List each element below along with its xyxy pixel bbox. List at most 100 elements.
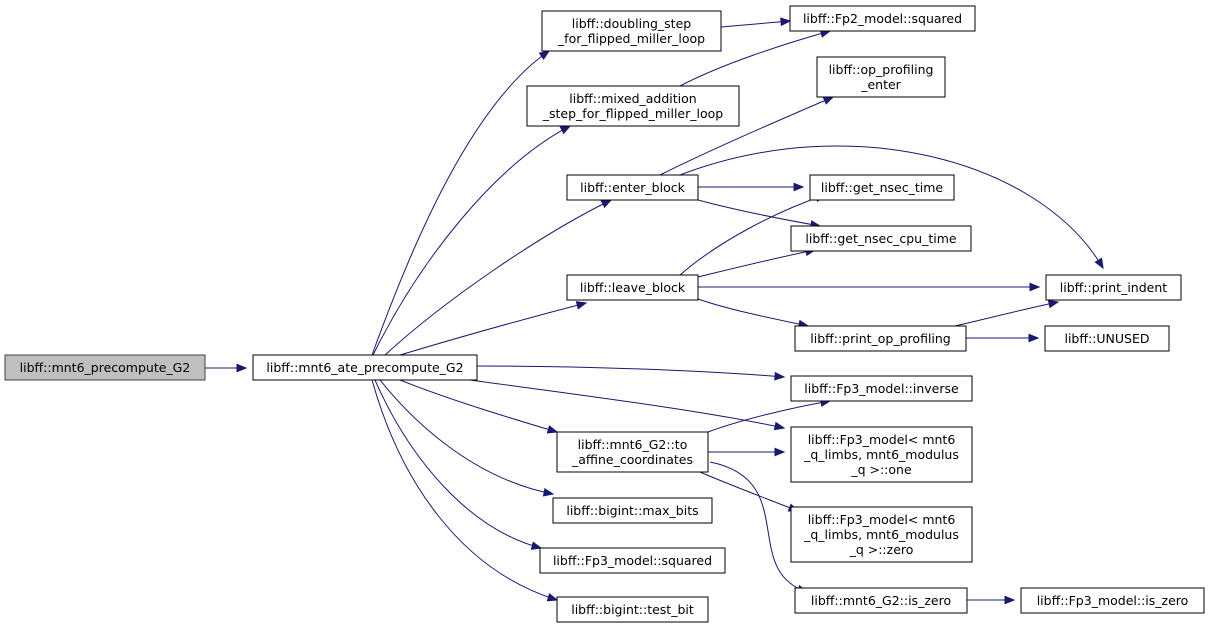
arrow-head-icon bbox=[1094, 257, 1104, 270]
node-label-line: _q >::zero bbox=[849, 542, 914, 557]
node-n0[interactable]: libff::mnt6_precompute_G2 bbox=[4, 354, 206, 381]
arrow-head-icon bbox=[575, 301, 588, 310]
node-label-line: _step_for_flipped_miller_loop bbox=[542, 106, 724, 121]
arrow-head-icon bbox=[546, 593, 559, 602]
edge-line bbox=[697, 199, 821, 227]
node-label-line: libff::mixed_addition bbox=[569, 91, 696, 106]
edge-n1-n16 bbox=[469, 379, 786, 431]
node-n13[interactable]: libff::get_nsec_cpu_time bbox=[790, 225, 972, 252]
edge-n4-n12 bbox=[697, 182, 805, 192]
node-n21[interactable]: libff::Fp3_model::is_zero bbox=[1020, 587, 1205, 614]
node-box bbox=[556, 596, 709, 623]
node-n11[interactable]: libff::op_profiling_enter bbox=[816, 56, 946, 98]
node-label-line: _q >::one bbox=[850, 462, 912, 477]
node-box bbox=[252, 354, 478, 381]
node-label-line: libff::UNUSED bbox=[1064, 331, 1149, 346]
arrow-head-icon bbox=[793, 182, 805, 192]
node-n18[interactable]: libff::mnt6_G2::is_zero bbox=[794, 587, 968, 614]
arrow-head-icon bbox=[780, 17, 792, 27]
node-n14[interactable]: libff::print_op_profiling bbox=[794, 325, 967, 352]
arrow-head-icon bbox=[559, 125, 572, 135]
edge-n1-n15 bbox=[476, 365, 786, 381]
arrow-head-icon bbox=[530, 541, 543, 550]
arrow-head-icon bbox=[542, 487, 555, 497]
node-label-line: libff::print_op_profiling bbox=[810, 331, 951, 346]
node-n20[interactable]: libff::UNUSED bbox=[1044, 325, 1170, 352]
node-label-line: libff::get_nsec_time bbox=[821, 180, 943, 195]
arrow-head-icon bbox=[538, 50, 551, 60]
node-n10[interactable]: libff::Fp2_model::squared bbox=[789, 5, 976, 32]
edge-line bbox=[709, 461, 808, 593]
node-n19[interactable]: libff::print_indent bbox=[1045, 274, 1182, 301]
node-label-line: libff::print_indent bbox=[1060, 280, 1167, 295]
edge-line bbox=[659, 96, 834, 176]
node-label-line: libff::mnt6_ate_precompute_G2 bbox=[266, 360, 463, 375]
node-n9[interactable]: libff::bigint::test_bit bbox=[556, 596, 709, 623]
edge-n5-n14 bbox=[697, 298, 810, 329]
edge-n1-n6 bbox=[399, 379, 559, 434]
node-label-line: libff::bigint::max_bits bbox=[566, 503, 698, 518]
edge-line bbox=[399, 379, 558, 433]
edge-n5-n13 bbox=[697, 247, 817, 278]
arrow-head-icon bbox=[236, 363, 248, 373]
node-box bbox=[552, 497, 713, 524]
node-label-line: libff::Fp3_model< mnt6 bbox=[808, 512, 956, 527]
node-n17[interactable]: libff::Fp3_model< mnt6_q_limbs, mnt6_mod… bbox=[790, 506, 973, 563]
edge-line bbox=[384, 199, 612, 356]
edge-line bbox=[679, 145, 1104, 269]
node-label-line: libff::Fp3_model::squared bbox=[553, 553, 712, 568]
arrow-head-icon bbox=[773, 421, 786, 431]
node-box bbox=[541, 10, 722, 52]
node-box bbox=[790, 506, 973, 563]
node-box bbox=[789, 5, 976, 32]
edge-n14-n20 bbox=[965, 333, 1040, 343]
edge-n6-n17 bbox=[699, 471, 800, 512]
edge-n2-n10 bbox=[720, 17, 792, 28]
node-n4[interactable]: libff::enter_block bbox=[566, 174, 699, 201]
edge-line bbox=[374, 379, 542, 549]
edge-line bbox=[697, 249, 816, 278]
node-label-line: libff::enter_block bbox=[580, 180, 685, 195]
edge-line bbox=[469, 379, 785, 429]
arrow-head-icon bbox=[774, 371, 786, 381]
node-n7[interactable]: libff::bigint::max_bits bbox=[552, 497, 713, 524]
node-box bbox=[809, 174, 955, 201]
node-n2[interactable]: libff::doubling_step_for_flipped_miller_… bbox=[541, 10, 722, 52]
edge-line bbox=[720, 20, 791, 28]
node-label-line: libff::get_nsec_cpu_time bbox=[805, 231, 956, 246]
edge-line bbox=[699, 471, 799, 512]
node-label-line: libff::Fp3_model< mnt6 bbox=[808, 432, 956, 447]
node-n8[interactable]: libff::Fp3_model::squared bbox=[539, 547, 726, 574]
edge-n4-n19 bbox=[679, 145, 1104, 270]
node-label-line: libff::doubling_step bbox=[572, 16, 692, 31]
edge-line bbox=[399, 302, 587, 356]
node-box bbox=[790, 375, 973, 402]
edge-line bbox=[697, 298, 809, 327]
node-box bbox=[790, 426, 973, 483]
arrow-head-icon bbox=[1047, 299, 1060, 309]
node-n5[interactable]: libff::leave_block bbox=[566, 274, 699, 301]
node-n1[interactable]: libff::mnt6_ate_precompute_G2 bbox=[252, 354, 478, 381]
edge-n1-n5 bbox=[399, 301, 588, 356]
node-box bbox=[566, 174, 699, 201]
node-box bbox=[1045, 274, 1182, 301]
edge-n14-n19 bbox=[954, 299, 1060, 327]
edge-line bbox=[679, 30, 831, 87]
node-n16[interactable]: libff::Fp3_model< mnt6_q_limbs, mnt6_mod… bbox=[790, 426, 973, 483]
arrow-head-icon bbox=[774, 447, 786, 457]
arrow-head-icon bbox=[1028, 333, 1040, 343]
node-box bbox=[539, 547, 726, 574]
node-n12[interactable]: libff::get_nsec_time bbox=[809, 174, 955, 201]
node-box bbox=[1044, 325, 1170, 352]
node-n15[interactable]: libff::Fp3_model::inverse bbox=[790, 375, 973, 402]
node-label-line: libff::op_profiling bbox=[829, 62, 934, 77]
arrow-head-icon bbox=[822, 96, 835, 105]
edge-n4-n13 bbox=[697, 199, 822, 229]
node-label-line: libff::Fp3_model::inverse bbox=[804, 381, 959, 396]
node-label-line: libff::Fp3_model::is_zero bbox=[1037, 593, 1189, 608]
node-n3[interactable]: libff::mixed_addition_step_for_flipped_m… bbox=[526, 85, 740, 127]
node-n6[interactable]: libff::mnt6_G2::to_affine_coordinates bbox=[556, 431, 709, 473]
arrow-head-icon bbox=[1029, 282, 1041, 292]
edge-n1-n9 bbox=[371, 379, 559, 602]
